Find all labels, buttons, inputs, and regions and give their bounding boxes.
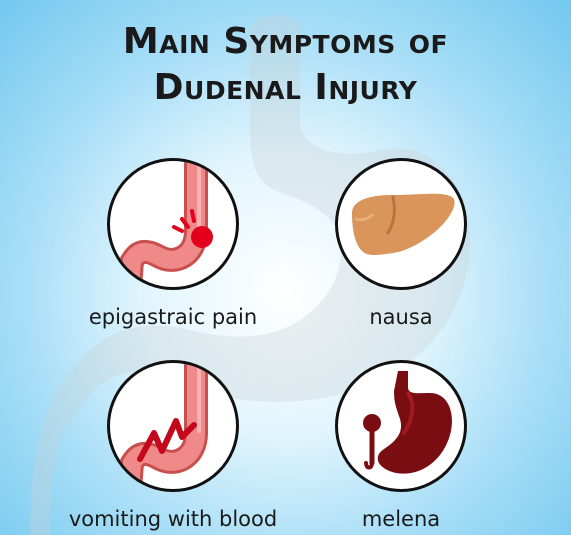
page-title: Main Symptoms of Dudenal Injury xyxy=(0,24,571,106)
symptom-label-epigastric-pain: epigastraic pain xyxy=(88,305,258,329)
symptom-icon-circle-nausea xyxy=(335,158,467,290)
symptom-icon-circle-epigastric-pain xyxy=(107,158,239,290)
symptom-icon-circle-melena xyxy=(335,360,467,492)
symptom-label-melena: melena xyxy=(361,507,441,531)
symptom-label-nausea: nausa xyxy=(369,305,433,329)
duodenum-pain-icon xyxy=(118,161,213,287)
duodenum-bleeding-icon xyxy=(118,363,208,489)
liver-icon xyxy=(352,193,455,255)
title-line-2: Dudenal Injury xyxy=(153,67,418,108)
title-line-1: Main Symptoms of xyxy=(122,21,449,62)
symptom-label-vomiting-blood: vomiting with blood xyxy=(68,507,278,531)
stomach-bleeding-icon xyxy=(363,371,452,474)
symptom-icon-circle-vomiting-blood xyxy=(107,360,239,492)
